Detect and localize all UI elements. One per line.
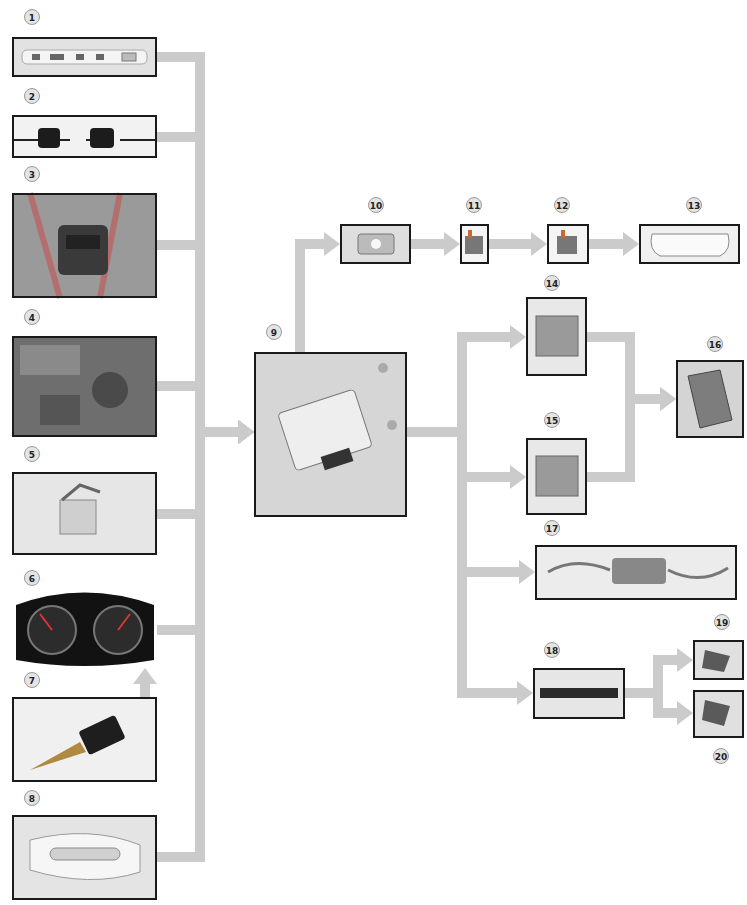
flow-arrow [407,325,526,432]
arrow-head [238,420,254,444]
component-box: 2 [12,115,157,158]
flow-arrow [157,137,254,444]
component-box: 10 [340,224,411,264]
arrow-shaft [587,337,661,399]
arrow-head [677,701,693,725]
component-box: 12 [547,224,589,264]
component-box: 5 [12,472,157,555]
flow-arrow [489,232,547,256]
flow-arrow [407,432,535,584]
callout-number: 7 [24,672,40,688]
callout-number: 3 [24,166,40,182]
flow-arrow [157,245,254,444]
arrow-head [660,387,676,411]
flow-arrow [300,232,340,352]
component-box: 19 [693,640,744,680]
component-box: 4 [12,336,157,437]
flow-arrow [407,432,533,705]
flow-arrow [157,57,254,444]
callout-number: 12 [554,197,571,213]
flow-arrow [587,387,676,477]
arrow-shaft [407,337,511,432]
component-box: 15 [526,438,587,515]
arrow-shaft [489,239,532,249]
component-box: 6 [12,592,157,668]
arrow-shaft [157,57,239,432]
arrow-head [531,232,547,256]
callout-number: 17 [544,520,561,536]
callout-number: 6 [24,570,40,586]
component-box: 1 [12,37,157,77]
arrow-shaft [587,399,661,477]
arrow-shaft [157,386,239,432]
arrow-head [238,420,254,444]
arrow-head [677,648,693,672]
arrow-head [510,325,526,349]
arrow-shaft [157,137,239,432]
arrow-head [238,420,254,444]
flow-arrow [625,648,693,693]
component-box: 17 [535,545,737,600]
arrow-head [238,420,254,444]
component-box: 18 [533,668,625,719]
arrow-head [517,681,533,705]
arrow-shaft [589,239,624,249]
arrow-shaft [157,245,239,432]
callout-number: 2 [24,88,40,104]
callout-number: 5 [24,446,40,462]
arrow-head [133,668,157,684]
component-box: 16 [676,360,744,438]
component-box: 9 [254,352,407,517]
component-box: 20 [693,690,744,738]
callout-number: 1 [24,9,40,25]
callout-number: 15 [544,412,561,428]
arrow-head [238,420,254,444]
component-box: 13 [639,224,740,264]
callout-number: 19 [714,614,731,630]
flow-arrow [133,668,157,697]
arrow-head [238,420,254,444]
arrow-head [623,232,639,256]
arrow-head [324,232,340,256]
component-box: 8 [12,815,157,900]
arrow-shaft [157,432,239,857]
callout-number: 13 [686,197,703,213]
component-box: 7 [12,697,157,782]
arrow-shaft [625,693,678,713]
callout-number: 10 [368,197,385,213]
arrow-shaft [300,244,325,352]
callout-number: 14 [544,275,561,291]
callout-number: 8 [24,790,40,806]
arrow-head [519,560,535,584]
flow-arrow [589,232,639,256]
arrow-head [444,232,460,256]
component-box: 11 [460,224,489,264]
callout-number: 9 [266,324,282,340]
flow-arrow [157,420,254,630]
flow-arrow [411,232,460,256]
callout-number: 18 [544,642,561,658]
callout-number: 4 [24,309,40,325]
component-box: 3 [12,193,157,298]
flow-arrow [625,693,693,725]
arrow-shaft [411,239,445,249]
callout-number: 16 [707,336,724,352]
arrow-shaft [140,683,150,697]
flow-arrow [157,420,254,857]
arrow-shaft [407,432,518,693]
component-box: 14 [526,297,587,376]
callout-number: 20 [713,748,730,764]
callout-number: 11 [466,197,483,213]
arrow-head [510,465,526,489]
arrow-head [660,387,676,411]
arrow-head [238,420,254,444]
